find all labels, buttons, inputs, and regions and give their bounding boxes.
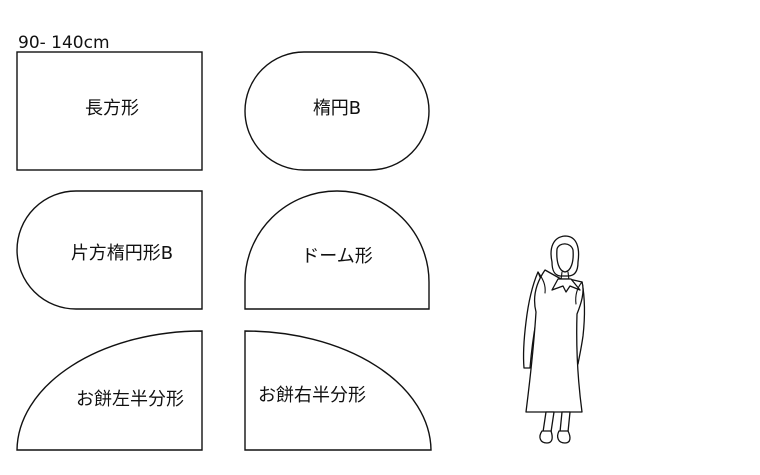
shape-mochi-right-half-label: お餅右半分形 [258, 385, 366, 406]
shape-rectangle: 長方形 [16, 51, 203, 171]
standing-woman-figure-icon [522, 235, 586, 444]
shape-half-oval-b: 片方楕円形B [16, 190, 203, 310]
shape-dome-label: ドーム形 [301, 246, 372, 267]
shape-oval-b: 楕円B [244, 51, 430, 171]
size-label: 90- 140cm [18, 33, 110, 53]
shape-half-oval-b-label: 片方楕円形B [71, 243, 173, 264]
shape-mochi-left-half-label: お餅左半分形 [76, 389, 184, 410]
shape-oval-b-label: 楕円B [313, 98, 361, 119]
shape-rectangle-label: 長方形 [85, 98, 139, 119]
shape-mochi-right-half: お餅右半分形 [244, 330, 432, 451]
shape-dome: ドーム形 [244, 190, 430, 310]
shape-mochi-left-half: お餅左半分形 [16, 330, 203, 451]
